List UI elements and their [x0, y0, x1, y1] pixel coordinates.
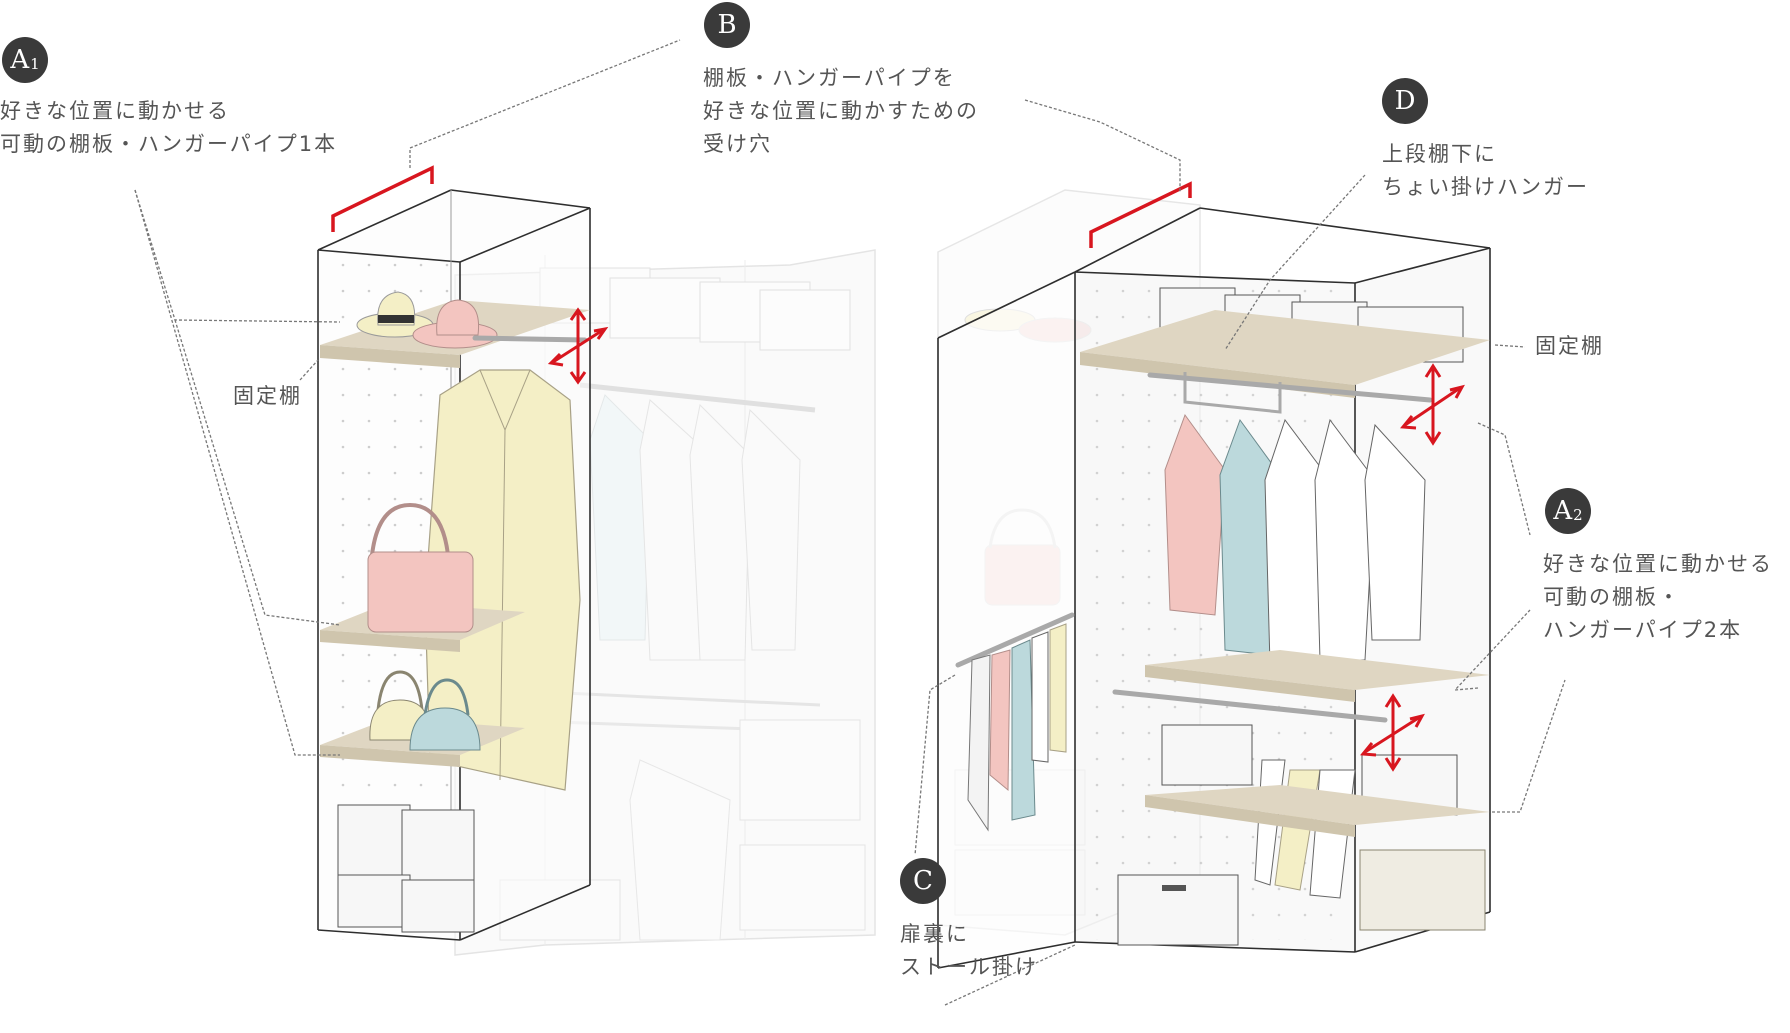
- left-front-cabinet: [317, 165, 609, 941]
- callout-b-line-2: 好きな位置に動かすための: [703, 99, 979, 123]
- callout-b-line-3: 受け穴: [703, 132, 772, 156]
- right-front-cabinet: [937, 181, 1491, 969]
- callout-d-text: 上段棚下に ちょい掛けハンガー: [1382, 138, 1589, 204]
- badge-c-letter: C: [913, 866, 933, 896]
- callout-b-line-1: 棚板・ハンガーパイプを: [703, 66, 956, 90]
- badge-b-letter: B: [717, 10, 737, 40]
- callout-a2-line-2: 可動の棚板・: [1543, 585, 1681, 609]
- leader-lines: [134, 39, 1566, 1006]
- badge-b: B: [704, 2, 750, 48]
- callout-d-line-1: 上段棚下に: [1382, 142, 1497, 166]
- callout-a1-line-2: 可動の棚板・ハンガーパイプ1本: [0, 132, 338, 156]
- move-arrows-a2-lower: [1360, 693, 1425, 772]
- badge-d: D: [1382, 78, 1428, 124]
- callout-a1-text: 好きな位置に動かせる 可動の棚板・ハンガーパイプ1本: [0, 95, 337, 161]
- callout-c-line-2: ストール掛け: [900, 955, 1038, 979]
- badge-d-letter: D: [1394, 86, 1416, 116]
- callout-c-text: 扉裏に ストール掛け: [900, 918, 1038, 984]
- badge-a2-letter: A: [1553, 496, 1573, 526]
- move-arrows-a1: [547, 307, 609, 385]
- fixed-shelf-label-left: 固定棚: [233, 384, 302, 408]
- badge-c: C: [900, 858, 946, 904]
- callout-a2-line-3: ハンガーパイプ2本: [1543, 618, 1743, 642]
- callout-a2-text: 好きな位置に動かせる 可動の棚板・ ハンガーパイプ2本: [1543, 548, 1773, 647]
- badge-a2-sub: 2: [1573, 505, 1583, 524]
- badge-a1-sub: 1: [30, 54, 40, 73]
- move-arrows-a2-upper: [1400, 363, 1465, 446]
- callout-a1-line-1: 好きな位置に動かせる: [0, 99, 230, 123]
- callout-a2-line-1: 好きな位置に動かせる: [1543, 552, 1773, 576]
- callout-c-line-1: 扉裏に: [900, 922, 969, 946]
- fixed-shelf-label-right: 固定棚: [1535, 334, 1604, 358]
- badge-a1-letter: A: [10, 45, 30, 75]
- callout-b-text: 棚板・ハンガーパイプを 好きな位置に動かすための 受け穴: [703, 62, 979, 161]
- callout-d-line-2: ちょい掛けハンガー: [1382, 175, 1589, 199]
